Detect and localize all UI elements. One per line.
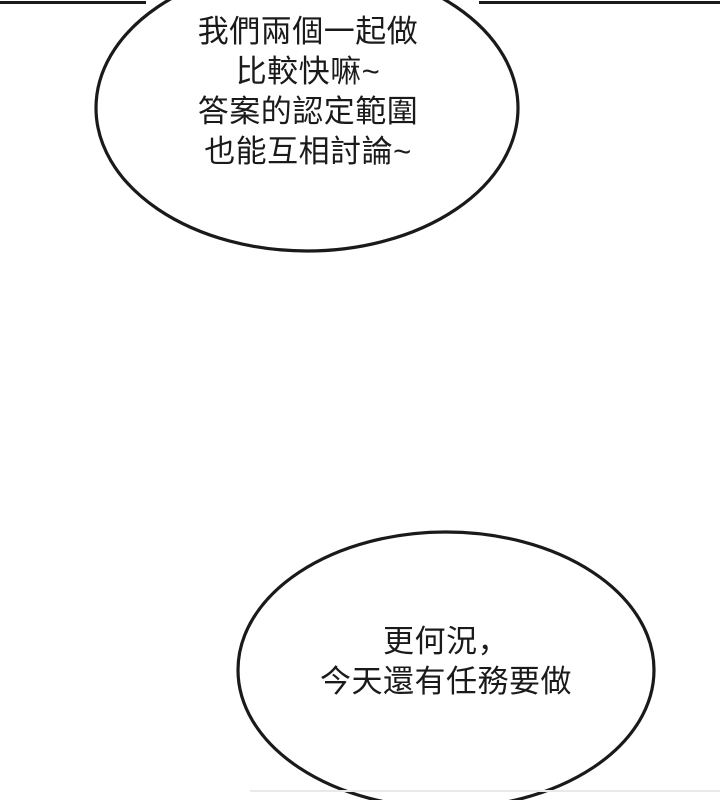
- bubble-2-line-1: 更何況，: [383, 624, 509, 659]
- bubble-2-line-2: 今天還有任務要做: [320, 664, 572, 699]
- speech-bubble-2-text: 更何況， 今天還有任務要做: [238, 622, 654, 702]
- speech-bubble-1-outline: [94, 0, 520, 253]
- bubble-1-line-1: 我們兩個一起做: [197, 14, 419, 49]
- bubble-1-line-3: 答案的認定範圍: [197, 94, 419, 129]
- speech-bubble-1-text: 我們兩個一起做 比較快嘛~ 答案的認定範圍 也能互相討論~: [97, 12, 519, 172]
- bubble-1-line-2: 比較快嘛~: [235, 54, 381, 89]
- speech-bubble-2-outline: [236, 530, 656, 800]
- bubble-1-line-4: 也能互相討論~: [204, 134, 412, 169]
